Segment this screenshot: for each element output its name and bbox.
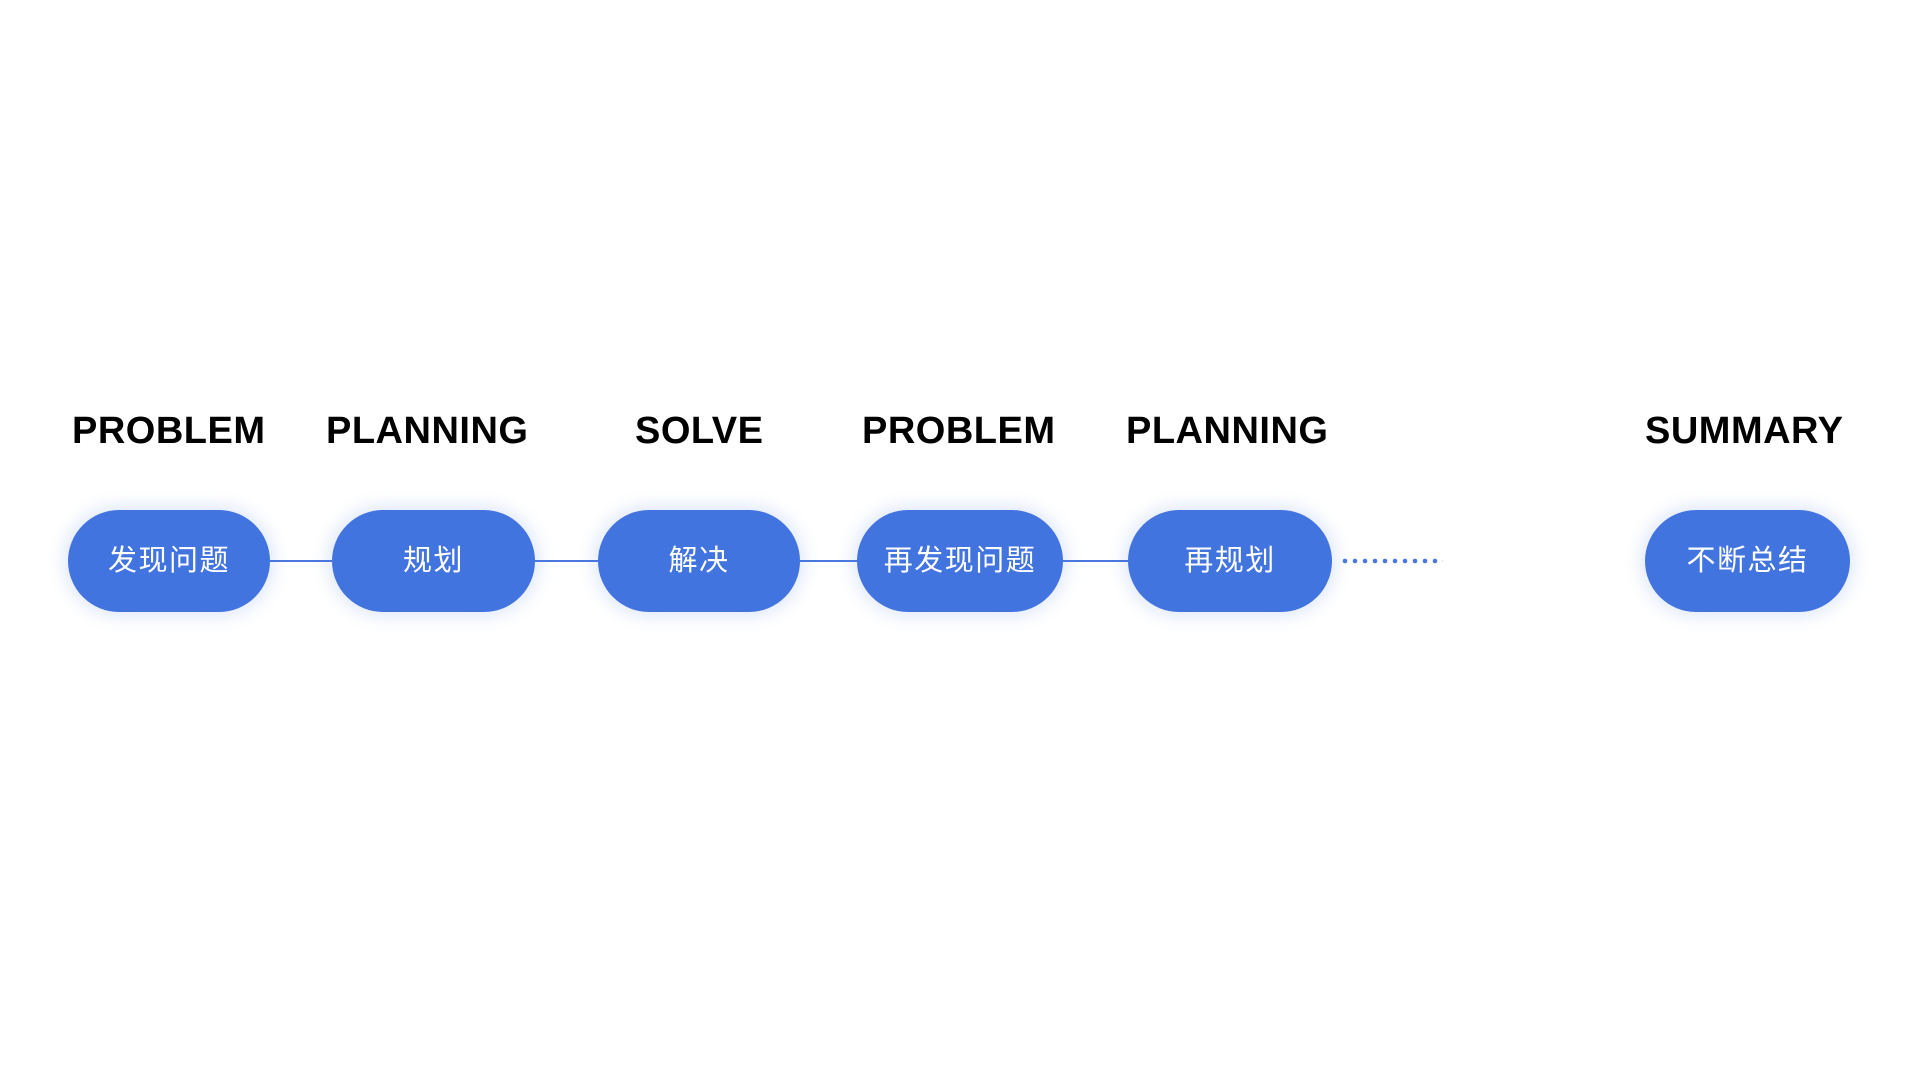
stage-header-solve: SOLVE (635, 410, 764, 452)
connector-dotted-continuation (1340, 558, 1443, 564)
node-label: 不断总结 (1686, 544, 1809, 577)
node-solve[interactable]: 解决 (598, 510, 800, 612)
stage-header-problem-1: PROBLEM (72, 410, 266, 452)
node-label: 发现问题 (107, 544, 230, 577)
node-continuous-summary[interactable]: 不断总结 (1645, 510, 1850, 612)
node-planning[interactable]: 规划 (332, 510, 535, 612)
stage-header-planning-1: PLANNING (326, 410, 529, 452)
node-discover-problem[interactable]: 发现问题 (68, 510, 270, 612)
node-rediscover-problem[interactable]: 再发现问题 (857, 510, 1063, 612)
stage-header-problem-2: PROBLEM (862, 410, 1056, 452)
stage-header-summary: SUMMARY (1645, 410, 1844, 452)
stage-header-planning-2: PLANNING (1126, 410, 1329, 452)
connector-1 (270, 560, 332, 562)
node-label: 再发现问题 (883, 544, 1037, 577)
connector-2 (535, 560, 598, 562)
connector-4 (1063, 560, 1128, 562)
node-label: 解决 (668, 544, 730, 577)
node-label: 再规划 (1184, 544, 1276, 577)
connector-3 (800, 560, 857, 562)
node-replanning[interactable]: 再规划 (1128, 510, 1332, 612)
node-label: 规划 (402, 544, 464, 577)
